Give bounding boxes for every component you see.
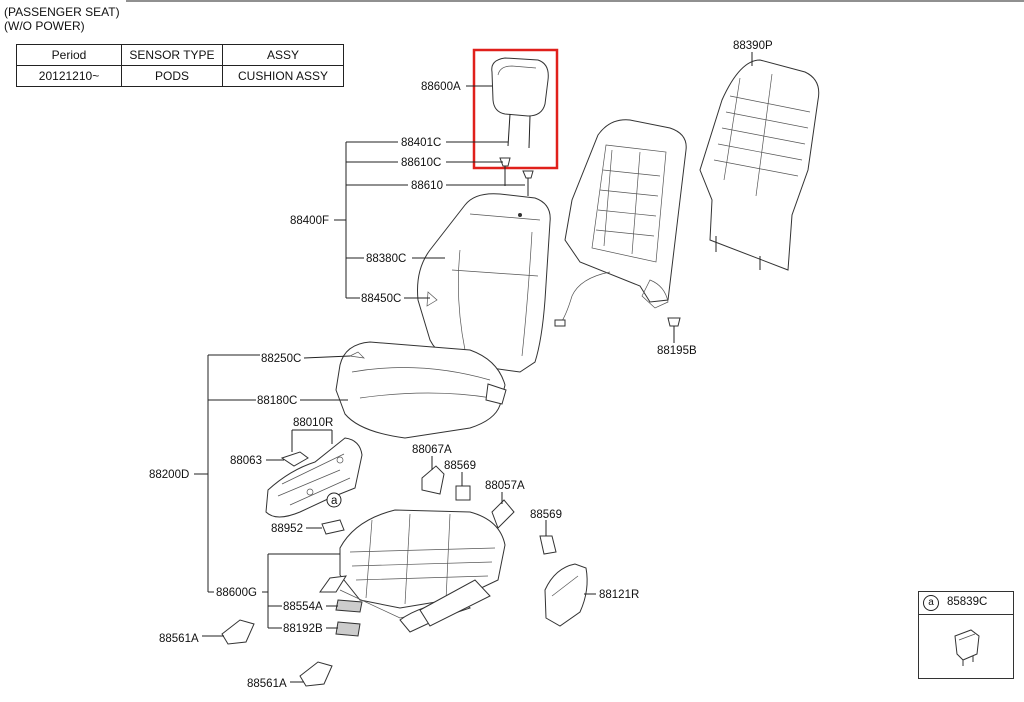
label-88401C[interactable]: 88401C xyxy=(401,137,441,149)
label-88250C[interactable]: 88250C xyxy=(261,353,301,365)
label-88390P[interactable]: 88390P xyxy=(733,40,773,52)
diagram-header: (PASSENGER SEAT) (W/O POWER) xyxy=(4,5,120,33)
callout-a-label: a xyxy=(331,495,338,507)
highlight-box xyxy=(472,48,559,170)
label-88561A-bottom[interactable]: 88561A xyxy=(247,678,287,690)
table-cell-sensor-type: PODS xyxy=(121,65,223,87)
bolt-part[interactable] xyxy=(667,317,681,334)
seat-track-frame-part[interactable] xyxy=(319,509,506,633)
pad-parts[interactable] xyxy=(335,599,363,637)
bracket-part-88952[interactable] xyxy=(321,519,345,535)
leader-lines xyxy=(194,52,753,683)
label-88610[interactable]: 88610 xyxy=(411,180,443,192)
table-cell-assy: CUSHION ASSY xyxy=(222,65,344,87)
label-88380C[interactable]: 88380C xyxy=(366,253,406,265)
seat-back-cushion-part[interactable] xyxy=(417,193,551,373)
label-88561A-left[interactable]: 88561A xyxy=(159,633,199,645)
label-88180C[interactable]: 88180C xyxy=(257,395,297,407)
label-88952[interactable]: 88952 xyxy=(271,523,303,535)
callout-legend-box: a 85839C xyxy=(918,591,1014,679)
label-88063[interactable]: 88063 xyxy=(230,455,262,467)
label-88192B[interactable]: 88192B xyxy=(283,623,323,635)
label-88600G[interactable]: 88600G xyxy=(216,587,257,599)
label-88121R[interactable]: 88121R xyxy=(599,589,639,601)
seat-back-cover-part[interactable] xyxy=(699,59,820,271)
label-88195B[interactable]: 88195B xyxy=(657,345,697,357)
label-88057A[interactable]: 88057A xyxy=(485,480,525,492)
table-cell-period: 20121210~ xyxy=(16,65,122,87)
table-header-sensor-type: SENSOR TYPE xyxy=(121,44,223,66)
table-row: 20121210~ PODS CUSHION ASSY xyxy=(16,65,344,87)
clip-part-88063[interactable] xyxy=(280,451,309,467)
seat-cushion-part[interactable] xyxy=(335,341,507,439)
side-shield-part[interactable] xyxy=(265,437,363,518)
legend-marker-a: a xyxy=(923,595,939,611)
header-power-type: (W/O POWER) xyxy=(4,19,85,33)
sensor-info-table: Period SENSOR TYPE ASSY 20121210~ PODS C… xyxy=(16,44,344,87)
small-bracket-parts[interactable] xyxy=(421,465,557,555)
side-cover-part[interactable] xyxy=(544,563,588,627)
label-88010R[interactable]: 88010R xyxy=(293,417,333,429)
label-88067A[interactable]: 88067A xyxy=(412,444,452,456)
label-88600A[interactable]: 88600A xyxy=(421,81,461,93)
headrest-part[interactable] xyxy=(491,57,549,149)
header-seat-type: (PASSENGER SEAT) xyxy=(4,5,120,19)
legend-part-code[interactable]: 85839C xyxy=(947,596,988,608)
callout-circle-a[interactable] xyxy=(326,492,342,508)
track-cover-parts[interactable] xyxy=(221,619,333,687)
label-88400F[interactable]: 88400F xyxy=(290,215,329,227)
label-88610C[interactable]: 88610C xyxy=(401,157,441,169)
headrest-guide-parts[interactable] xyxy=(499,157,534,196)
seat-back-frame[interactable] xyxy=(554,119,687,327)
label-88569-lower[interactable]: 88569 xyxy=(530,509,562,521)
label-88569-upper[interactable]: 88569 xyxy=(444,460,476,472)
label-88450C[interactable]: 88450C xyxy=(361,293,401,305)
legend-header: a 85839C xyxy=(919,592,1013,615)
label-88200D[interactable]: 88200D xyxy=(149,469,189,481)
legend-part-image xyxy=(954,629,980,666)
label-88554A[interactable]: 88554A xyxy=(283,601,323,613)
